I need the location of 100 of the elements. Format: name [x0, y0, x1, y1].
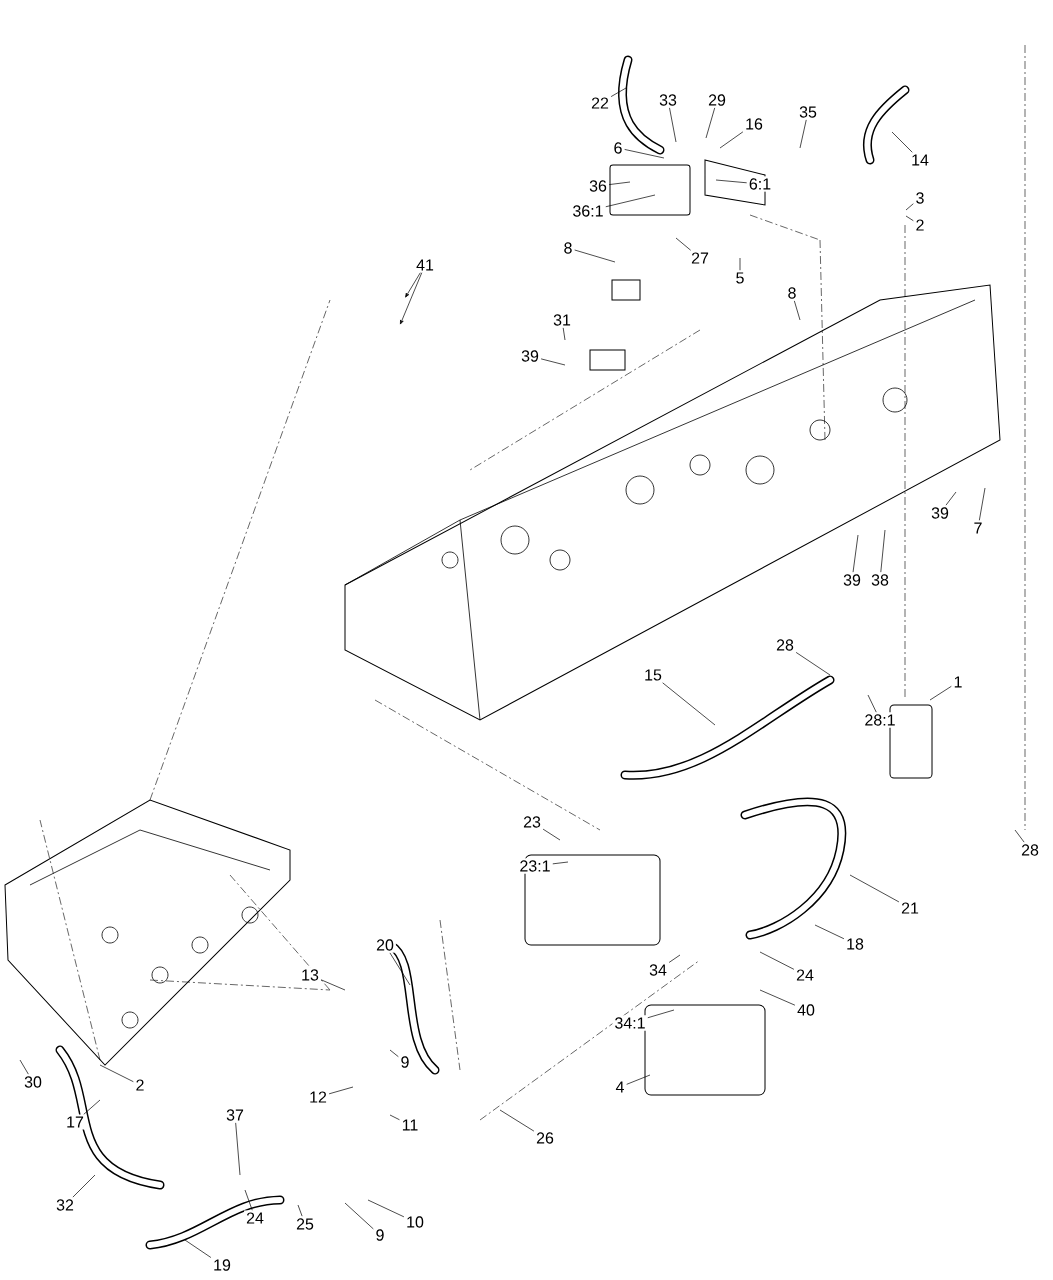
- leader-line: [235, 1122, 241, 1176]
- callout-number: 8: [785, 285, 799, 301]
- leader-line: [344, 1202, 374, 1230]
- leader-line: [880, 529, 886, 573]
- callout-number: 17: [64, 1114, 86, 1130]
- callout-number: 21: [899, 900, 921, 916]
- leader-line: [540, 358, 566, 366]
- callout-number: 18: [844, 936, 866, 952]
- leader-line: [719, 131, 744, 149]
- callout-number: 10: [404, 1214, 426, 1230]
- leader-line: [849, 874, 900, 903]
- callout-number: 13: [299, 967, 321, 983]
- callout-number: 20: [374, 937, 396, 953]
- callout-number: 33: [657, 92, 679, 108]
- leader-line: [624, 149, 665, 159]
- callout-number: 28: [1019, 842, 1041, 858]
- leader-line: [852, 534, 859, 573]
- callout-number: 22: [589, 95, 611, 111]
- callout-number: 9: [398, 1054, 412, 1070]
- leader-line: [562, 327, 566, 341]
- leader-line: [608, 181, 631, 185]
- leader-line: [794, 300, 801, 321]
- callout-number: 19: [211, 1257, 233, 1273]
- callout-number: 34:1: [612, 1015, 648, 1031]
- leader-line: [799, 119, 807, 149]
- callout-number: 2: [133, 1077, 147, 1093]
- leader-line: [675, 237, 691, 251]
- leader-line: [945, 491, 957, 506]
- callout-number: 24: [794, 967, 816, 983]
- callout-number: 2: [913, 217, 927, 233]
- leader-line: [320, 979, 346, 991]
- callout-number: 31: [551, 312, 573, 328]
- leader-line: [328, 1086, 354, 1095]
- leader-line: [979, 487, 986, 521]
- leader-line: [389, 1114, 400, 1121]
- callout-number: 34: [647, 962, 669, 978]
- leader-line: [405, 272, 421, 298]
- callout-number: 6: [611, 140, 625, 156]
- callout-number: 39: [841, 572, 863, 588]
- leader-line: [705, 107, 716, 139]
- callout-number: 28:1: [862, 712, 898, 728]
- callout-number: 41: [414, 257, 436, 273]
- callout-number: 23:1: [517, 858, 553, 874]
- leader-line: [297, 1204, 303, 1217]
- leader-line: [668, 954, 681, 963]
- leader-line: [739, 257, 741, 271]
- leader-line: [669, 107, 677, 143]
- leader-line: [184, 1239, 212, 1258]
- leader-line: [19, 1059, 29, 1075]
- leader-line: [795, 652, 831, 676]
- callout-number: 25: [294, 1216, 316, 1232]
- leader-line: [542, 828, 561, 841]
- callout-number: 28: [774, 637, 796, 653]
- leader-line: [891, 131, 913, 153]
- callout-number: 7: [971, 520, 985, 536]
- leader-line: [72, 1174, 96, 1198]
- leader-line: [99, 1064, 134, 1083]
- callout-number: 11: [399, 1117, 421, 1133]
- callout-number: 35: [797, 104, 819, 120]
- callout-number: 38: [869, 572, 891, 588]
- leader-line: [814, 924, 845, 940]
- leader-line: [367, 1199, 405, 1218]
- leader-line: [552, 861, 569, 865]
- callout-number: 39: [929, 505, 951, 521]
- callout-number: 30: [22, 1074, 44, 1090]
- callout-number: 12: [307, 1089, 329, 1105]
- leader-line: [715, 179, 748, 184]
- callout-number: 27: [689, 250, 711, 266]
- leader-line: [867, 694, 877, 713]
- leader-line: [905, 215, 914, 222]
- callout-number: 4: [613, 1079, 627, 1095]
- leader-line: [499, 1109, 535, 1132]
- callout-number: 5: [733, 270, 747, 286]
- callout-number: 36: [587, 178, 609, 194]
- leader-line: [574, 249, 616, 263]
- leader-line: [389, 952, 411, 986]
- callout-number: 9: [373, 1227, 387, 1243]
- callout-number: 8: [561, 240, 575, 256]
- callout-number: 15: [642, 667, 664, 683]
- leader-line: [244, 1189, 253, 1211]
- leader-line: [626, 1074, 651, 1085]
- leader-line: [647, 1009, 675, 1019]
- callout-number: 29: [706, 92, 728, 108]
- leader-line: [1014, 829, 1025, 843]
- leader-line: [905, 203, 914, 211]
- callout-number: 16: [743, 116, 765, 132]
- callout-number: 6:1: [746, 176, 774, 192]
- callout-number: 32: [54, 1197, 76, 1213]
- callout-number: 39: [519, 348, 541, 364]
- leader-line: [759, 951, 795, 970]
- callout-number: 24: [244, 1210, 266, 1226]
- callout-number: 23: [521, 814, 543, 830]
- leader-line: [759, 989, 796, 1006]
- leader-line: [83, 1099, 101, 1115]
- leader-line: [929, 685, 952, 701]
- leader-line: [605, 194, 656, 208]
- callout-number: 37: [224, 1107, 246, 1123]
- leader-line: [662, 682, 716, 726]
- leader-line: [389, 1049, 399, 1058]
- callout-number: 36:1: [570, 203, 606, 219]
